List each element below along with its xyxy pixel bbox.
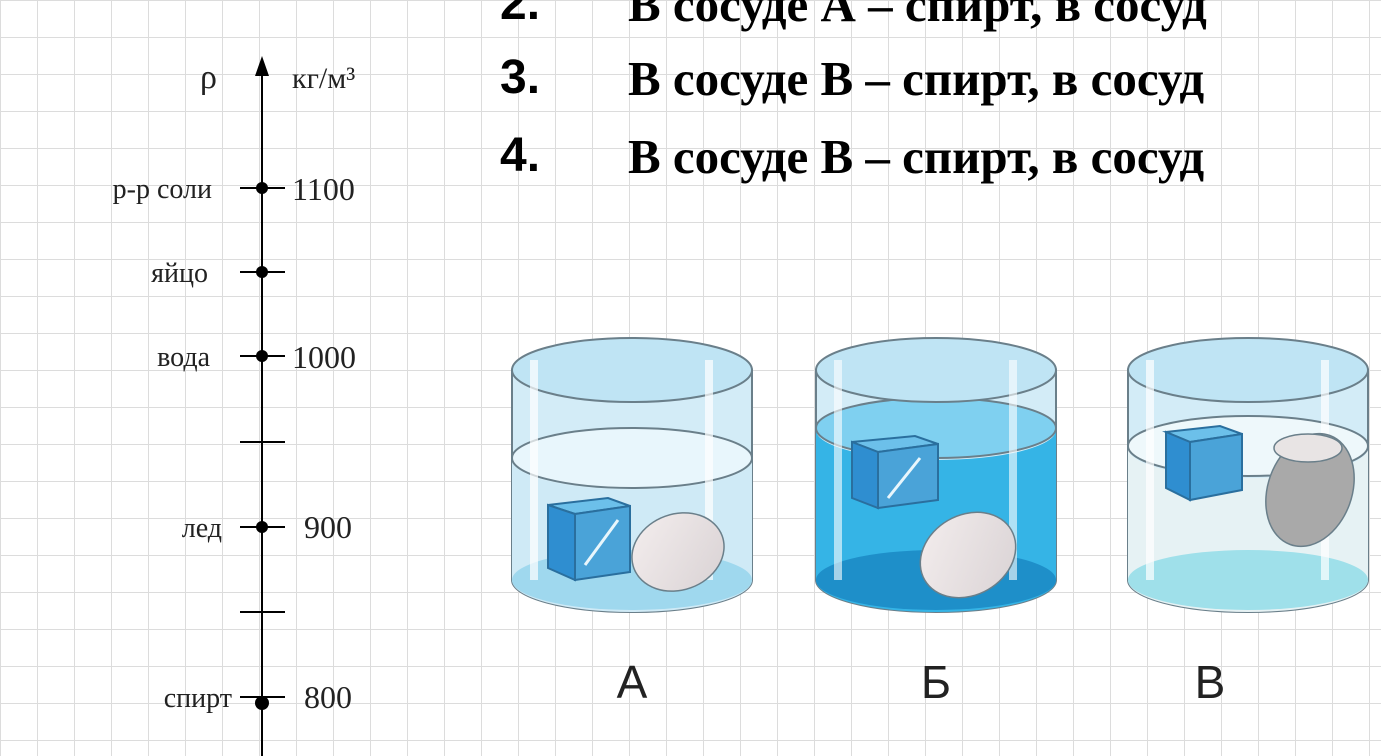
scale-mark-ice: лед 900	[182, 509, 352, 545]
axis-arrow-icon	[255, 56, 269, 76]
mark-value: 900	[304, 509, 352, 545]
mark-label: лед	[182, 513, 222, 544]
ice-cube-icon	[851, 434, 939, 510]
mark-label: вода	[157, 342, 210, 373]
ice-cube-icon	[1162, 424, 1243, 502]
scale-mark-egg: яйцо	[151, 258, 285, 289]
mark-value: 1000	[292, 339, 356, 375]
option-text: В сосуде В – спирт, в сосуд	[628, 129, 1205, 184]
option-number: 3.	[500, 51, 541, 104]
vessel-label: А	[617, 656, 648, 708]
vessel-b: Б	[815, 337, 1057, 708]
mark-value: 800	[304, 679, 352, 715]
egg-icon	[919, 511, 1017, 599]
density-scale: ρ кг/м³ р-р соли 1100 яйцо вода 1000 лед…	[113, 56, 356, 756]
scale-mark-salt-solution: р-р соли 1100	[113, 171, 355, 207]
axis-symbol: ρ	[200, 59, 217, 96]
vessel-a: А	[511, 337, 753, 708]
mark-label: р-р соли	[113, 174, 212, 205]
scale-mark-alcohol: спирт 800	[164, 679, 352, 715]
vessels-illustration: А Б В	[511, 337, 1369, 708]
scale-mark-water: вода 1000	[157, 339, 356, 375]
vessel-label: В	[1195, 656, 1226, 708]
option-number: 4.	[500, 129, 541, 182]
mark-value: 1100	[292, 171, 355, 207]
mark-label: яйцо	[151, 258, 208, 289]
vessel-v: В	[1127, 337, 1369, 708]
ice-cube-icon	[547, 496, 631, 582]
option-number: 2.	[500, 0, 541, 30]
egg-icon	[1265, 432, 1355, 548]
option-text: В сосуде В – спирт, в сосуд	[628, 51, 1205, 106]
option-text: В сосуде А – спирт, в сосуд	[628, 0, 1207, 32]
vessel-label: Б	[921, 656, 951, 708]
axis-unit: кг/м³	[292, 62, 355, 95]
mark-label: спирт	[164, 683, 232, 714]
egg-icon	[631, 512, 725, 592]
